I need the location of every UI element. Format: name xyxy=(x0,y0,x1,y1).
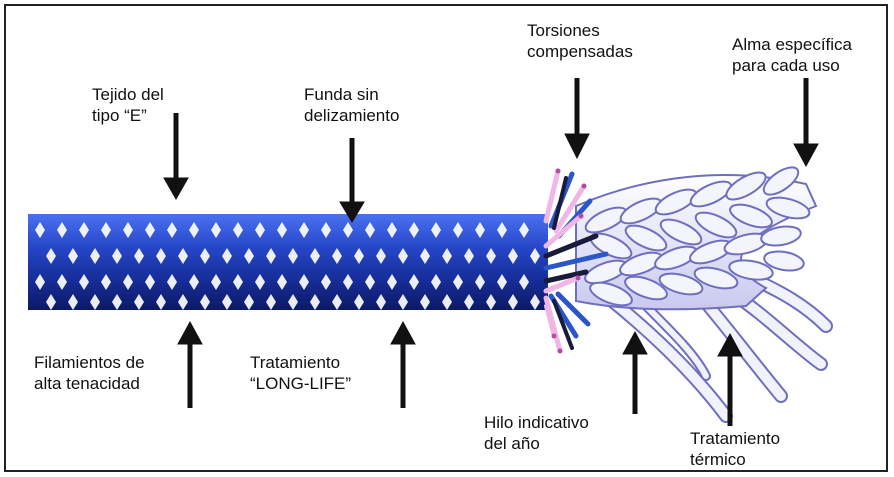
arrow-tratamiento-ll xyxy=(391,322,415,408)
label-tratamiento-longlife: Tratamiento“LONG-LIFE” xyxy=(250,352,351,394)
arrow-hilo xyxy=(623,332,647,414)
arrow-torsiones xyxy=(565,78,589,158)
arrow-tejido xyxy=(164,113,188,199)
arrow-alma xyxy=(794,78,818,166)
rope-sheath xyxy=(28,214,548,310)
rope-diagram xyxy=(6,6,890,474)
arrow-funda xyxy=(340,138,364,222)
label-filamientos: Filamientos dealta tenacidad xyxy=(34,352,145,394)
arrow-filamientos xyxy=(178,322,202,408)
